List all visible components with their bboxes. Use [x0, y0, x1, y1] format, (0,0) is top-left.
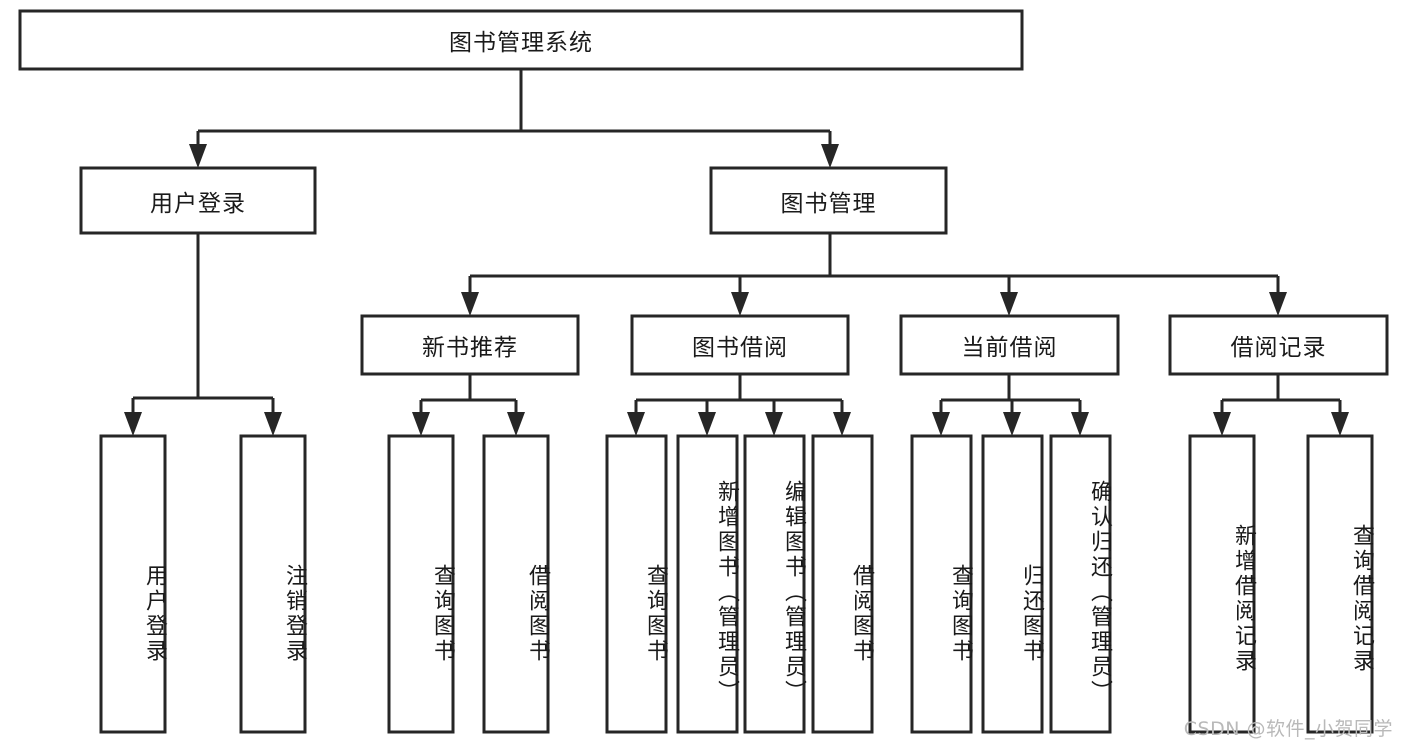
node-box-leaf-logout-login[interactable] — [239, 434, 307, 734]
node-box-leaf-user-login[interactable] — [99, 434, 167, 734]
arrow-head-book-borrow — [731, 292, 749, 316]
node-box-leaf-return-book[interactable] — [981, 434, 1044, 734]
node-box-book-borrow[interactable] — [630, 314, 850, 376]
arrow-head-leaf-add-book — [698, 412, 716, 436]
arrow-head-leaf-return-book — [1003, 412, 1021, 436]
node-box-leaf-borrow-book-1[interactable] — [482, 434, 550, 734]
node-box-leaf-add-book[interactable] — [676, 434, 739, 734]
node-box-leaf-query-book-3[interactable] — [910, 434, 973, 734]
arrow-head-leaf-confirm-return — [1071, 412, 1089, 436]
arrow-head-leaf-edit-book — [765, 412, 783, 436]
arrow-head-leaf-logout-login — [264, 412, 282, 436]
arrow-head-leaf-query-book-1 — [412, 412, 430, 436]
arrow-head-leaf-borrow-book-2 — [833, 412, 851, 436]
node-box-current-borrow[interactable] — [899, 314, 1120, 376]
node-box-root[interactable] — [18, 9, 1024, 71]
node-box-new-book-recommend[interactable] — [360, 314, 580, 376]
arrow-head-leaf-add-record — [1213, 412, 1231, 436]
arrow-head-leaf-borrow-book-1 — [507, 412, 525, 436]
node-box-leaf-borrow-book-2[interactable] — [811, 434, 874, 734]
arrow-head-borrow-record — [1269, 292, 1287, 316]
node-box-leaf-query-book-1[interactable] — [387, 434, 455, 734]
connector-book-management-to-level3 — [461, 233, 1287, 316]
watermark-text: CSDN @软件_小贺同学 — [1183, 718, 1393, 740]
node-box-leaf-add-record[interactable] — [1188, 434, 1256, 734]
arrow-head-leaf-query-book-2 — [627, 412, 645, 436]
arrow-head-leaf-query-record — [1331, 412, 1349, 436]
node-box-leaf-query-record[interactable] — [1306, 434, 1374, 734]
node-box-leaf-edit-book[interactable] — [743, 434, 806, 734]
connector-root-to-level2 — [189, 69, 839, 168]
arrow-head-user-login — [189, 144, 207, 168]
node-box-leaf-query-book-2[interactable] — [605, 434, 668, 734]
arrow-head-current-borrow — [1000, 292, 1018, 316]
connector-current-borrow-to-leaves — [932, 374, 1089, 436]
arrow-head-book-management — [821, 144, 839, 168]
connector-new-book-recommend-to-leaves — [412, 374, 525, 436]
node-box-leaf-confirm-return[interactable] — [1049, 434, 1112, 734]
connector-user-login-to-leaves — [124, 233, 282, 436]
arrow-head-leaf-user-login — [124, 412, 142, 436]
arrow-head-leaf-query-book-3 — [932, 412, 950, 436]
connector-borrow-record-to-leaves — [1213, 374, 1349, 436]
node-box-borrow-record[interactable] — [1168, 314, 1389, 376]
node-box-user-login[interactable] — [79, 166, 317, 235]
connector-book-borrow-to-leaves — [627, 374, 851, 436]
arrow-head-new-book-recommend — [461, 292, 479, 316]
node-box-book-management[interactable] — [709, 166, 948, 235]
